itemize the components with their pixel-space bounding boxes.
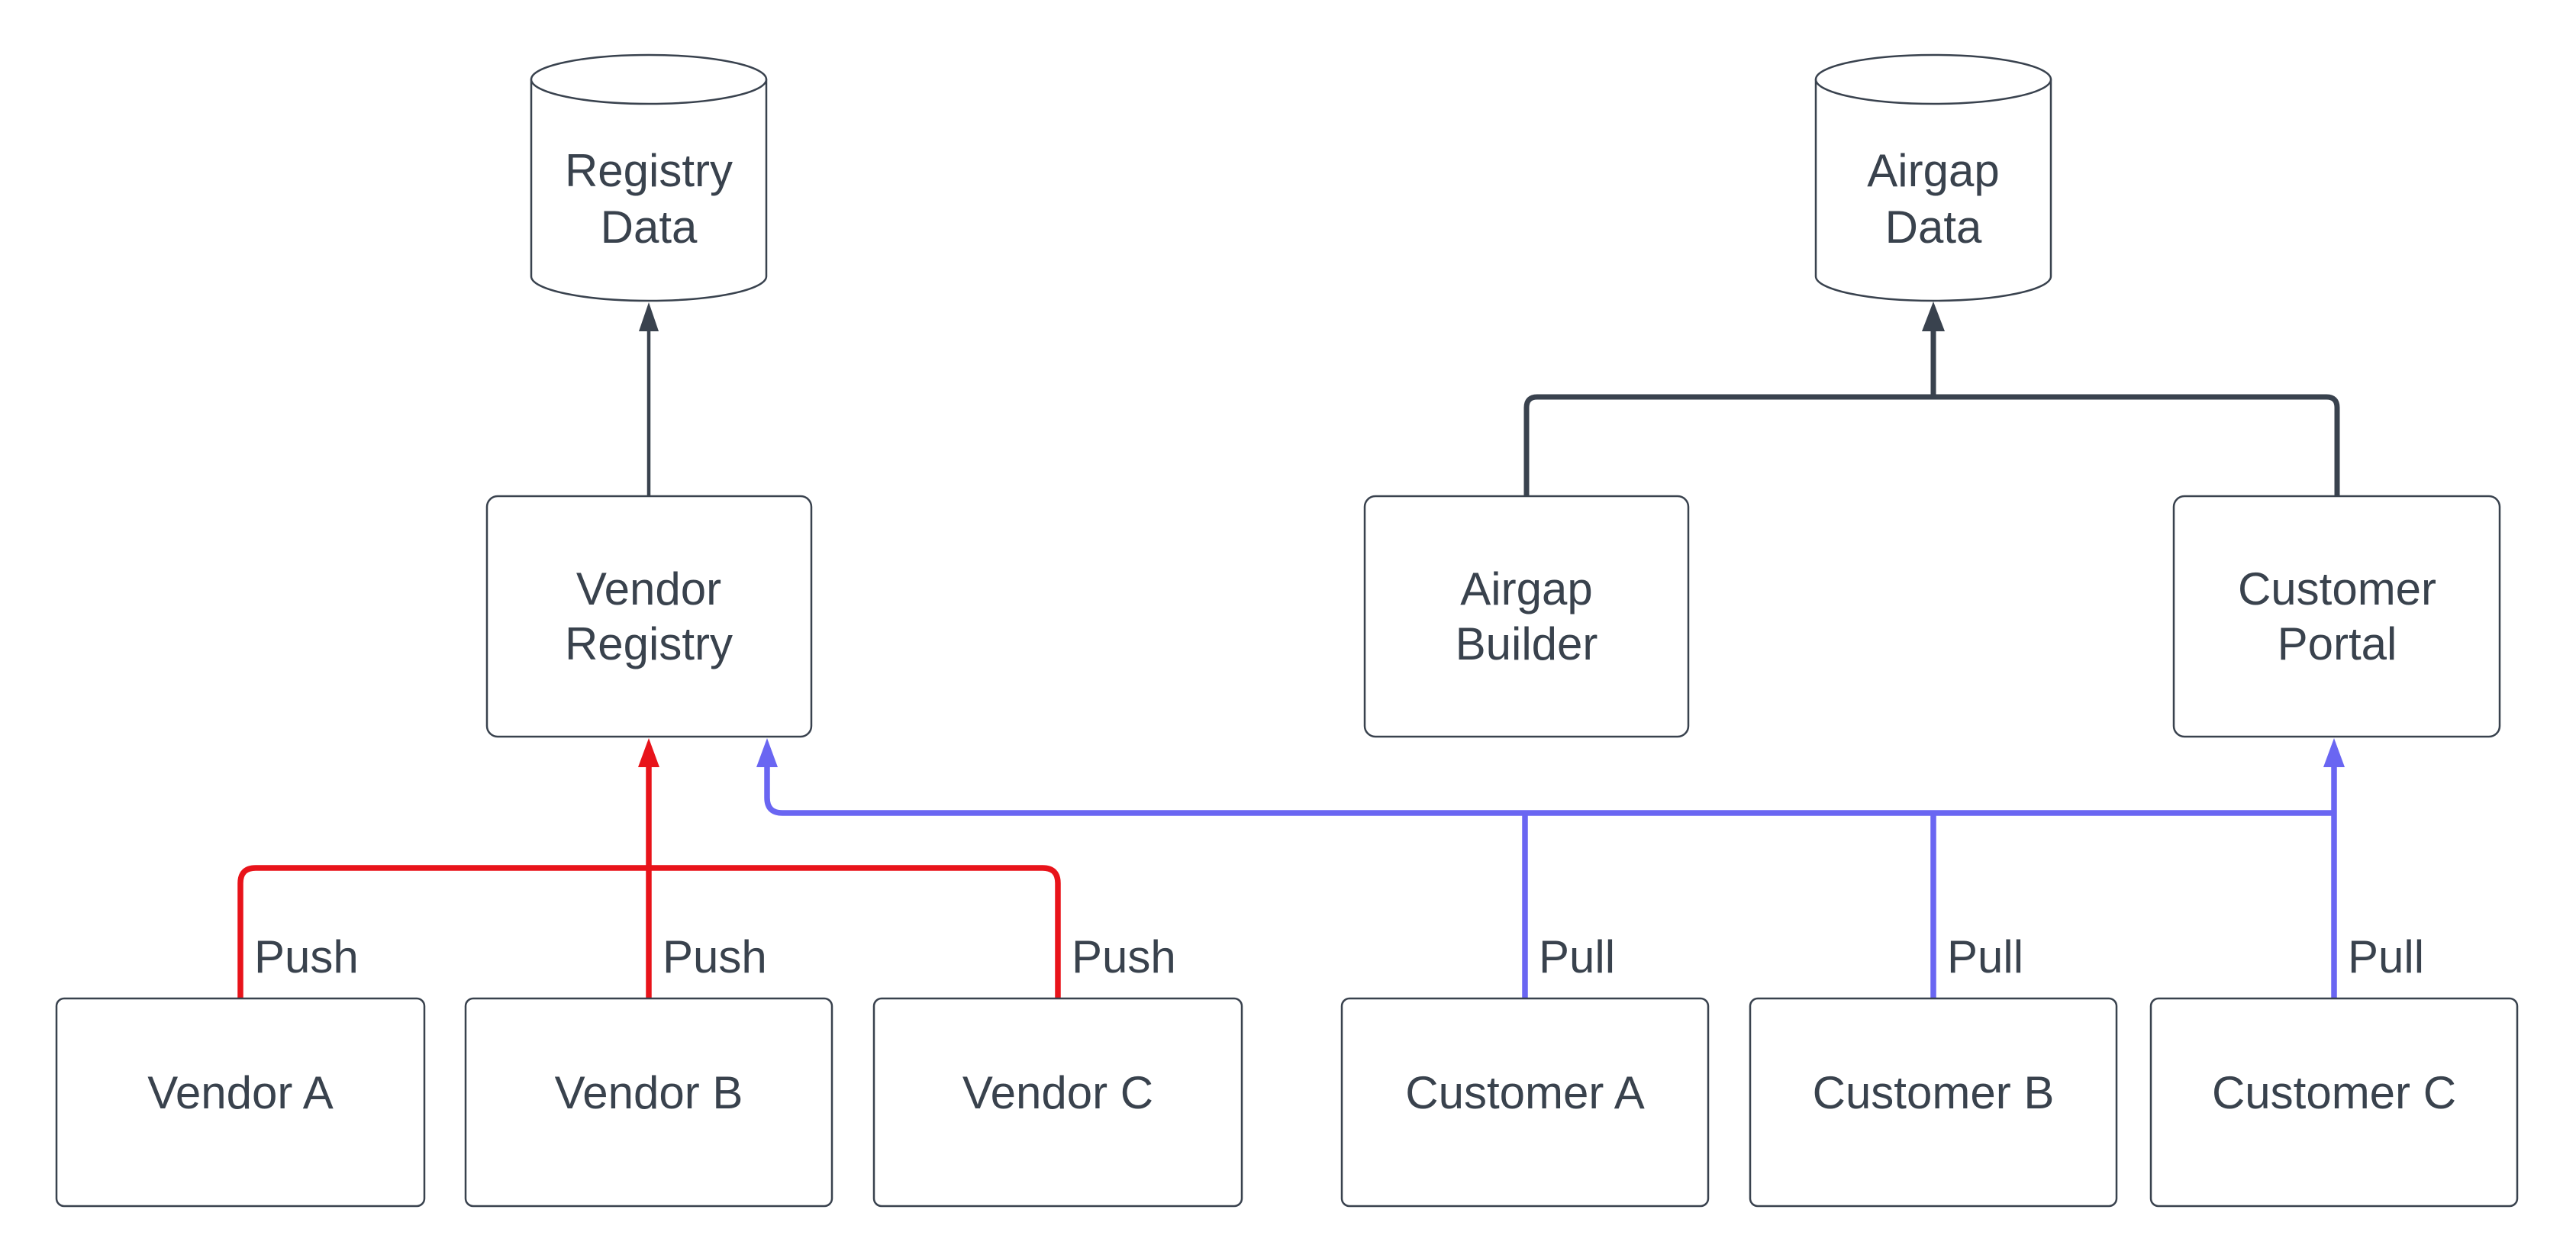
node-label: Vendor <box>576 563 721 614</box>
node-box <box>1363 495 1690 738</box>
node-label: Vendor B <box>555 1067 743 1118</box>
node-label: Airgap <box>1460 563 1592 614</box>
node-airgap-builder: Airgap Builder <box>1363 495 1690 738</box>
node-label: Portal <box>2278 618 2397 669</box>
arrowhead-up-icon <box>639 302 659 331</box>
node-label: Registry <box>565 618 733 669</box>
node-airgap-data: Airgap Data <box>1814 53 2052 302</box>
node-vendor-b: Vendor B <box>464 997 833 1208</box>
node-customer-b: Customer B <box>1749 997 2118 1208</box>
edge-line <box>1523 394 2340 496</box>
push-label-vendor-c: Push <box>1072 931 1176 982</box>
pull-label-customer-b: Pull <box>1947 931 2023 982</box>
node-box <box>464 997 833 1208</box>
node-box <box>2172 495 2501 738</box>
node-box <box>1340 997 1710 1208</box>
edge-builder-and-portal-to-airgap-data <box>1523 302 2340 496</box>
node-vendor-registry: Vendor Registry <box>485 495 813 738</box>
edge-vendor-registry-to-registry-data <box>639 302 659 496</box>
node-label: Vendor C <box>962 1067 1153 1118</box>
node-label: Data <box>1885 202 1982 253</box>
node-label: Customer B <box>1813 1067 2055 1118</box>
node-label: Customer C <box>2212 1067 2456 1118</box>
node-label: Customer <box>2238 563 2436 614</box>
node-box <box>485 495 813 738</box>
arrowhead-up-icon <box>756 738 778 767</box>
node-registry-data: Registry Data <box>530 53 768 302</box>
node-label: Vendor A <box>147 1067 334 1118</box>
node-box <box>55 997 426 1208</box>
pull-edges <box>756 738 2345 998</box>
node-label: Builder <box>1456 618 1598 669</box>
node-box <box>872 997 1243 1208</box>
node-vendor-a: Vendor A <box>55 997 426 1208</box>
node-customer-c: Customer C <box>2149 997 2519 1208</box>
node-label: Data <box>601 202 698 253</box>
arrowhead-up-icon <box>1922 302 1945 331</box>
cylinder-top <box>1814 53 2052 105</box>
edge-labels: Push Push Push Pull Pull Pull <box>254 931 2424 982</box>
node-label: Airgap <box>1867 145 1999 196</box>
cylinder-top <box>530 53 768 105</box>
push-edges <box>237 738 1061 998</box>
cylinder-body <box>530 79 768 302</box>
pull-bus-line <box>764 767 2334 816</box>
push-label-vendor-a: Push <box>254 931 359 982</box>
pull-label-customer-a: Pull <box>1539 931 1615 982</box>
node-customer-portal: Customer Portal <box>2172 495 2501 738</box>
arrowhead-up-icon <box>638 738 659 767</box>
node-vendor-c: Vendor C <box>872 997 1243 1208</box>
node-label: Registry <box>565 145 733 196</box>
push-label-vendor-b: Push <box>663 931 767 982</box>
cylinder-body <box>1814 79 2052 302</box>
arrowhead-up-icon <box>2323 738 2345 767</box>
node-box <box>1749 997 2118 1208</box>
node-label: Customer A <box>1405 1067 1644 1118</box>
pull-label-customer-c: Pull <box>2348 931 2424 982</box>
node-box <box>2149 997 2519 1208</box>
node-customer-a: Customer A <box>1340 997 1710 1208</box>
